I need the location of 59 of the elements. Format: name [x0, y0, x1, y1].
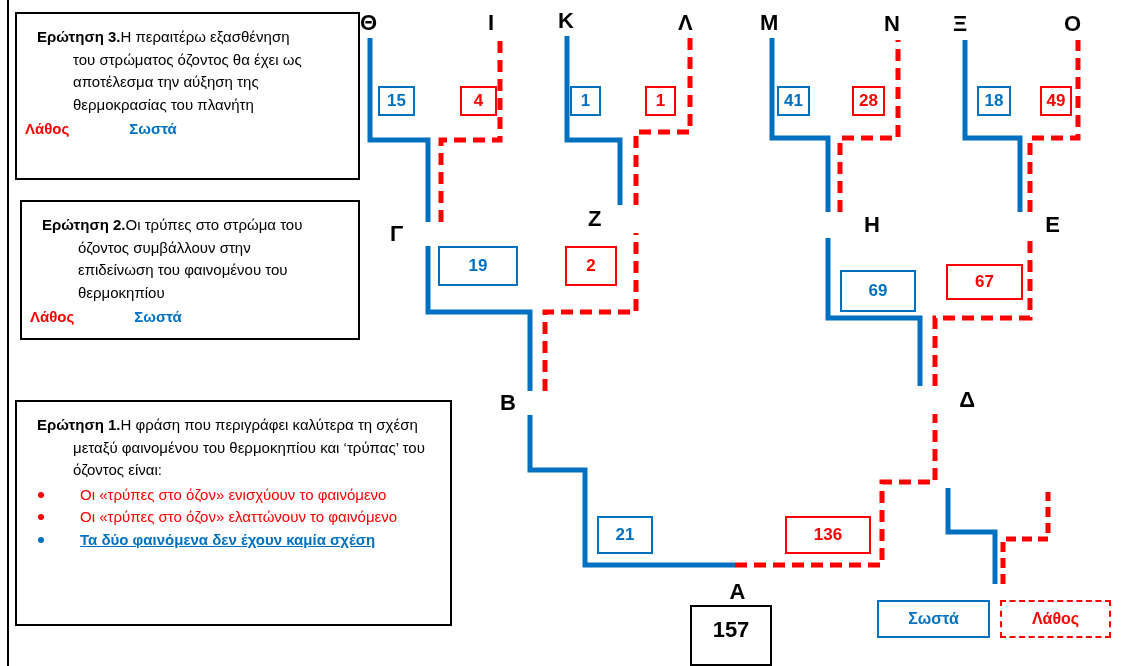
tree-branch-line — [962, 40, 1023, 212]
question-text: Ερώτηση 1.Η φράση που περιγράφει καλύτερα τη σχέση μεταξύ φαινομένου του θερμοκηπίου και ‘τρύπας’ του όζοντος είναι: — [37, 415, 426, 480]
legend-entry: Λάθος — [1000, 600, 1111, 638]
branch-letter: Β — [500, 391, 550, 415]
branch-letter: Θ — [360, 8, 382, 38]
count-box: 69 — [840, 270, 916, 312]
question-text: Ερώτηση 2.Οι τρύπες στο στρώμα του όζοντος συμβάλλουν στην επιδείνωση του φαινομένου του θερμοκηπίου — [42, 215, 304, 303]
legend-entry: Σωστά — [877, 600, 990, 638]
branch-letter: Δ — [915, 386, 975, 414]
branch-letter: Α — [700, 565, 775, 605]
branch-letter: Ε — [1014, 212, 1060, 238]
branch-letter: Ο — [1064, 8, 1098, 40]
branch-letter: Κ — [558, 6, 586, 36]
tree-branch-line — [564, 36, 623, 205]
tree-branch-line — [825, 238, 923, 386]
question-box — [15, 400, 452, 626]
tree-branch-line — [425, 246, 533, 391]
branch-letter: Γ — [390, 222, 446, 246]
count-box: 2 — [565, 246, 617, 286]
count-box: 21 — [597, 516, 653, 554]
total-box: 157 — [690, 605, 772, 666]
count-box: 1 — [570, 86, 601, 116]
count-box: 136 — [785, 516, 871, 554]
count-box: 41 — [777, 86, 810, 116]
count-box: 15 — [378, 86, 415, 116]
wrong-answer-label: Λάθος — [25, 119, 70, 139]
branch-letter: Ν — [884, 8, 912, 40]
tree-branch-line — [932, 238, 1033, 386]
count-box: 1 — [645, 86, 676, 116]
branch-letter: Η — [822, 212, 880, 238]
tree-branch-line — [1027, 40, 1081, 212]
tree-branch-line — [633, 38, 693, 205]
count-box: 4 — [460, 86, 497, 116]
count-box: 18 — [977, 86, 1011, 116]
tree-branch-line — [837, 40, 901, 212]
tree-branch-line — [735, 414, 938, 568]
correct-answer-option: Τα δύο φαινόμενα δεν έχουν καμία σχέση — [80, 530, 376, 548]
tree-branch-line — [367, 38, 431, 222]
branch-letter: Λ — [678, 8, 704, 38]
branch-letter: Ζ — [588, 205, 640, 233]
answer-option: Οι «τρύπες στο όζον» ελαττώνουν το φαινόμενο — [80, 508, 398, 525]
tree-branch-line — [542, 233, 639, 391]
count-box: 49 — [1040, 86, 1072, 116]
question-text: Ερώτηση 3.Η περαιτέρω εξασθένηση του στρώματος όζοντος θα έχει ως αποτέλεσμα την αύξηση της θερμοκρασίας του πλανήτη — [37, 27, 303, 115]
tree-branch-line — [438, 38, 503, 222]
tree-branch-line — [527, 415, 735, 568]
right-answer-label: Σωστά — [134, 307, 182, 327]
count-box: 19 — [438, 246, 518, 286]
right-answer-label: Σωστά — [129, 119, 177, 139]
tree-branch-line — [769, 38, 831, 212]
answer-option: Οι «τρύπες στο όζον» ενισχύουν το φαινόμενο — [80, 485, 387, 503]
question-box — [20, 200, 360, 340]
count-box: 28 — [852, 86, 885, 116]
branch-letter: Ξ — [953, 8, 977, 40]
branch-letter: Ι — [488, 8, 512, 38]
wrong-answer-label: Λάθος — [30, 307, 75, 327]
question-box — [15, 12, 360, 180]
branch-letter: Μ — [760, 8, 794, 38]
count-box: 67 — [946, 264, 1023, 300]
